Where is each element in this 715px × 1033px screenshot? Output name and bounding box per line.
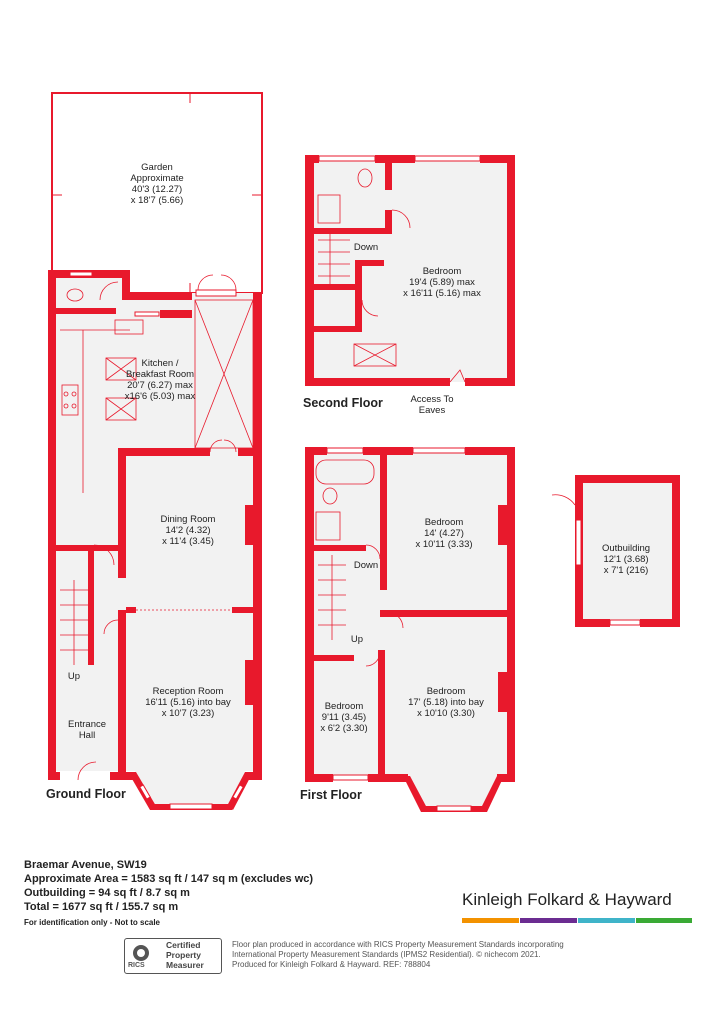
rics-line1: Certified [166, 940, 201, 950]
second-bedroom-dim2: x 16'11 (5.16) max [403, 288, 481, 299]
dining-dim1: 14'2 (4.32) [165, 525, 210, 536]
rics-badge [124, 938, 222, 974]
kitchen-dim1: 20'7 (6.27) max [127, 380, 193, 391]
garden-label: Garden [141, 162, 173, 173]
rics-logo-text: RICS [128, 962, 145, 969]
first-bed-front-dim1: 17' (5.18) into bay [408, 697, 484, 708]
eaves-label: Access To [410, 394, 453, 405]
second-down-label: Down [354, 242, 378, 253]
eaves-label2: Eaves [419, 405, 446, 416]
garden-area [51, 92, 263, 294]
garden-dim1: 40'3 (12.27) [132, 184, 182, 195]
first-bed-small-label: Bedroom [325, 701, 364, 712]
first-down-label: Down [354, 560, 378, 571]
brand-name: Kinleigh Folkard & Hayward [462, 890, 672, 909]
kitchen-label: Kitchen / [142, 358, 179, 369]
second-bedroom-dim1: 19'4 (5.89) max [409, 277, 475, 288]
kitchen-dim2: x16'6 (5.03) max [125, 391, 196, 402]
garden-approx: Approximate [130, 173, 183, 184]
first-up-label: Up [351, 634, 363, 645]
kitchen-label2: Breakfast Room [126, 369, 194, 380]
dining-dim2: x 11'4 (3.45) [162, 536, 214, 547]
second-floor [305, 155, 515, 386]
rics-logo-icon [133, 945, 149, 961]
first-bed-small-dim2: x 6'2 (3.30) [320, 723, 367, 734]
garden-dim2: x 18'7 (5.66) [131, 195, 184, 206]
scale-note: For identification only - Not to scale [24, 918, 161, 927]
first-bed-front-label: Bedroom [427, 686, 466, 697]
brand-bar-orange [462, 918, 519, 923]
first-bed-front-dim2: x 10'10 (3.30) [417, 708, 475, 719]
first-floor-title: First Floor [300, 788, 362, 802]
brand-bar-green [636, 918, 692, 923]
ground-floor [48, 92, 263, 810]
total-area: Total = 1677 sq ft / 155.7 sq m [24, 901, 179, 913]
entrance-label2: Hall [79, 730, 95, 741]
first-bed-rear-dim1: 14' (4.27) [424, 528, 464, 539]
second-floor-title: Second Floor [303, 396, 383, 410]
address: Braemar Avenue, SW19 [24, 859, 147, 871]
first-floor [305, 447, 515, 812]
labels: Garden Approximate 40'3 (12.27) x 18'7 (… [46, 162, 650, 802]
outbuilding [551, 475, 680, 627]
ground-up-label: Up [68, 671, 80, 682]
first-bed-rear-label: Bedroom [425, 517, 464, 528]
outbuilding-dim1: 12'1 (3.68) [603, 554, 648, 565]
reception-label: Reception Room [153, 686, 224, 697]
outbuilding-label: Outbuilding [602, 543, 650, 554]
first-bed-small-dim1: 9'11 (3.45) [322, 712, 366, 723]
brand-bar-teal [578, 918, 635, 923]
second-bedroom-label: Bedroom [423, 266, 462, 277]
outbuilding-area: Outbuilding = 94 sq ft / 8.7 sq m [24, 887, 190, 899]
reception-dim1: 16'11 (5.16) into bay [145, 697, 231, 708]
disclaimer-line3: Produced for Kinleigh Folkard & Hayward.… [232, 960, 431, 969]
property-info: Braemar Avenue, SW19 Approximate Area = … [24, 858, 313, 930]
rics-text: Certified Property Measurer [166, 940, 204, 970]
dining-label: Dining Room [161, 514, 216, 525]
brand-bar-purple [520, 918, 577, 923]
ground-floor-title: Ground Floor [46, 787, 126, 801]
disclaimer-line1: Floor plan produced in accordance with R… [232, 940, 564, 949]
first-bed-rear-dim2: x 10'11 (3.33) [415, 539, 472, 550]
reception-dim2: x 10'7 (3.23) [162, 708, 215, 719]
rics-line3: Measurer [166, 960, 204, 970]
rics-line2: Property [166, 950, 201, 960]
entrance-label: Entrance [68, 719, 106, 730]
outbuilding-dim2: x 7'1 (216) [604, 565, 649, 576]
disclaimer: Floor plan produced in accordance with R… [232, 940, 592, 970]
approx-area: Approximate Area = 1583 sq ft / 147 sq m… [24, 873, 314, 885]
disclaimer-line2: International Property Measurement Stand… [232, 950, 541, 959]
